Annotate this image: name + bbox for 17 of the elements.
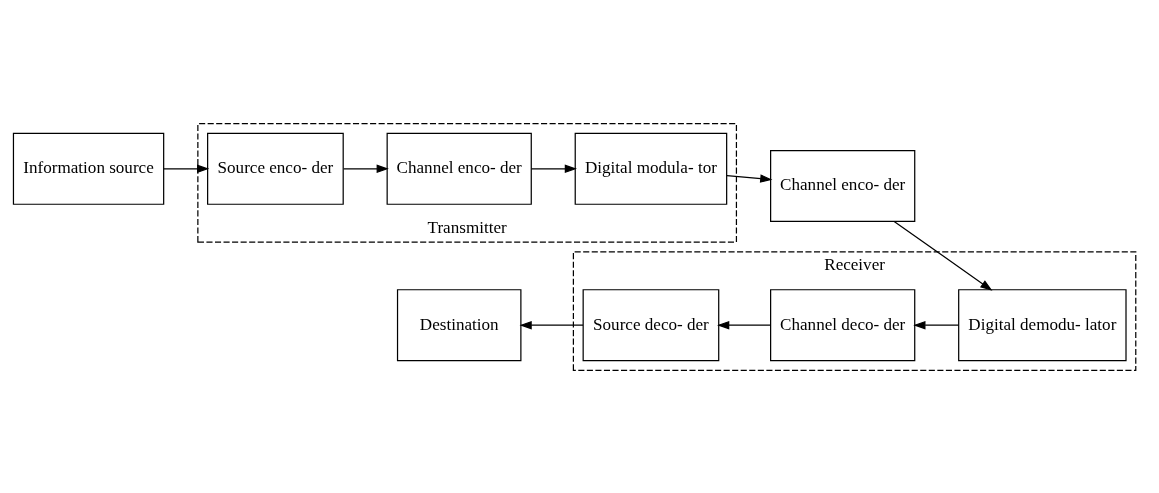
arrow	[519, 320, 584, 329]
node-box: Channel enco- der	[770, 149, 916, 222]
node-box: Channel deco- der	[770, 288, 916, 361]
arrow	[343, 164, 389, 173]
arrow	[913, 320, 960, 329]
node-box: Digital demodu- lator	[958, 288, 1127, 361]
arrow	[163, 164, 210, 173]
node-box: Information source	[12, 132, 165, 205]
arrow	[726, 173, 773, 183]
arrow	[530, 164, 577, 173]
node-box: Source enco- der	[207, 132, 344, 205]
node-box: Source deco- der	[582, 288, 720, 361]
arrow	[717, 320, 772, 329]
node-box: Digital modula- tor	[574, 132, 728, 205]
arrow	[893, 220, 993, 291]
node-box: Destination	[396, 288, 522, 361]
node-box: Channel enco- der	[386, 132, 532, 205]
